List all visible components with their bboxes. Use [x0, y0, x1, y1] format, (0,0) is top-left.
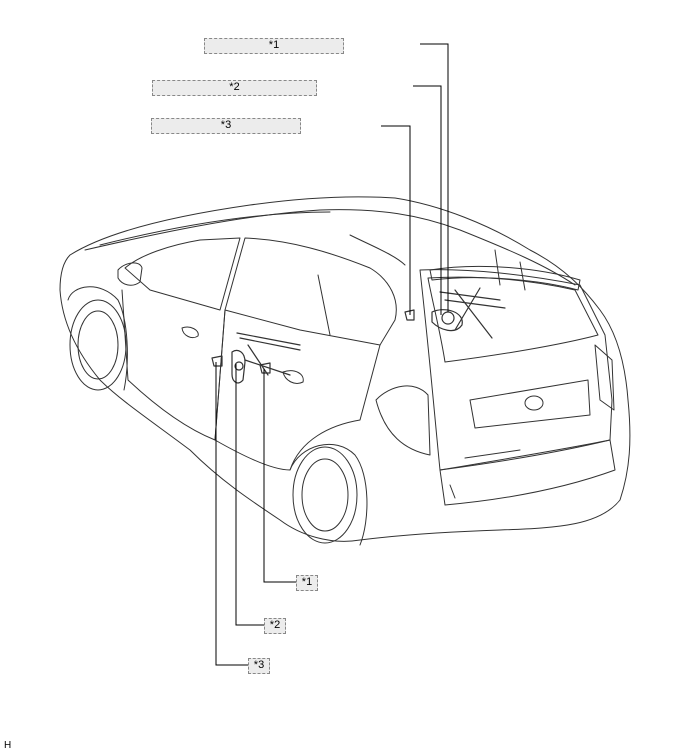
roof-line	[84, 209, 576, 286]
rear-bumper	[439, 439, 616, 506]
callout-bottom-3: *3	[248, 658, 270, 674]
emblem	[524, 395, 544, 411]
callout-top-2: *2	[152, 80, 317, 96]
back-door	[419, 269, 613, 471]
leader-bottom-2	[235, 364, 264, 626]
callout-label: *2	[269, 619, 281, 631]
rear-door-handle	[282, 370, 304, 384]
front-door-handle	[181, 326, 199, 339]
front-side-window	[124, 237, 241, 311]
license-plate-recess	[469, 379, 591, 429]
car-body-outline	[59, 196, 631, 542]
leader-top-2	[413, 85, 442, 315]
front-door	[121, 289, 226, 441]
right-tail-light	[594, 344, 615, 411]
callout-bottom-2: *2	[264, 618, 286, 634]
rear-side-window	[224, 237, 397, 346]
callout-label: *3	[220, 119, 232, 131]
leader-bottom-1	[263, 369, 296, 583]
leader-top-1	[420, 43, 449, 312]
side-mirror	[117, 262, 143, 286]
callout-label: *1	[301, 576, 313, 588]
callout-top-3: *3	[151, 118, 301, 134]
callout-label: *1	[268, 39, 280, 51]
front-wheel	[69, 299, 127, 391]
callout-label: *2	[229, 81, 240, 93]
callout-label: *3	[253, 659, 265, 671]
rear-spoiler	[429, 265, 581, 291]
callout-bottom-1: *1	[296, 575, 318, 591]
figure-code: H	[4, 740, 12, 751]
leader-bottom-3	[215, 362, 248, 666]
rear-wheel	[292, 446, 358, 544]
back-door-window-regulator	[404, 287, 506, 339]
leader-top-3	[381, 125, 411, 315]
callout-top-1: *1	[204, 38, 344, 54]
rear-door-window-regulator	[211, 332, 301, 384]
left-tail-light	[375, 385, 431, 456]
